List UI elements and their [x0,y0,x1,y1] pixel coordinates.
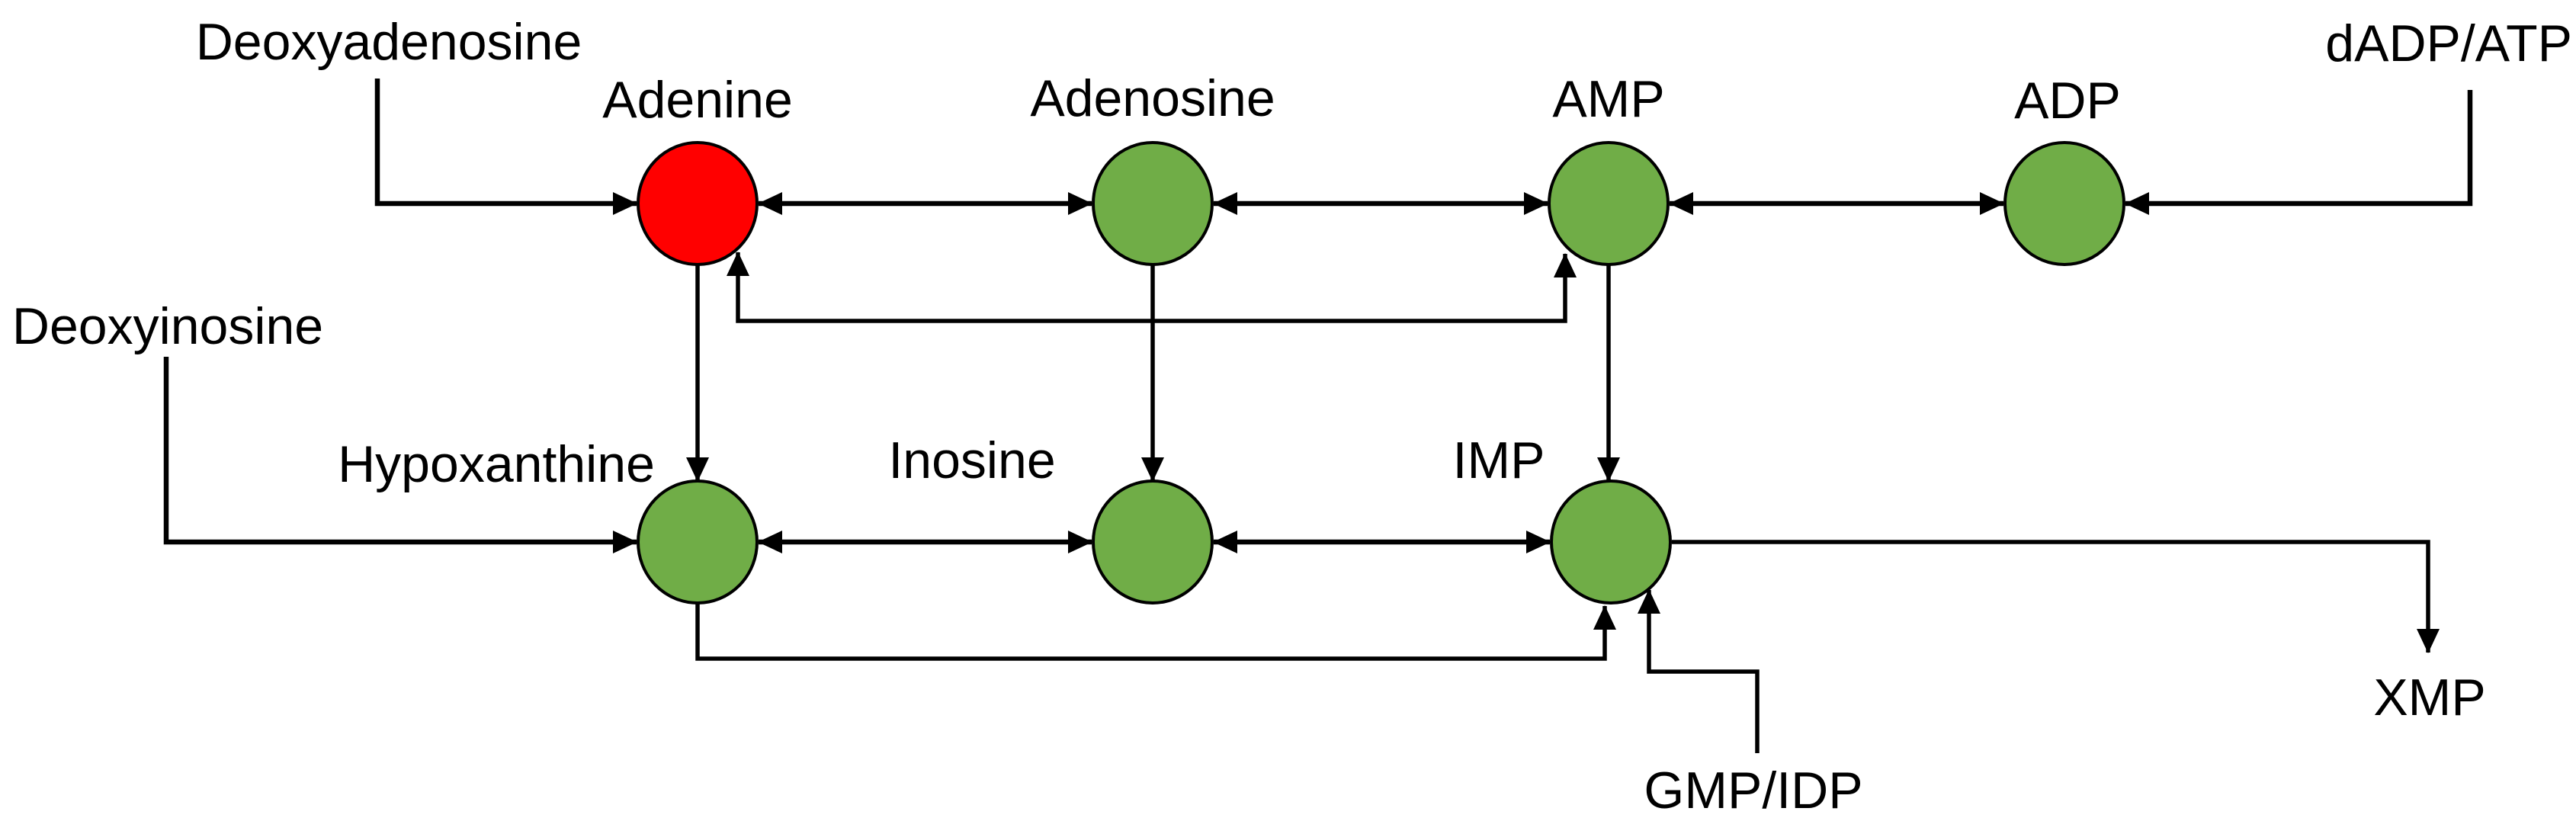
edge-deoxyinosine-to-hypoxanthine [163,357,637,553]
node-amp [1548,141,1670,266]
node-inosine-label: Inosine [888,431,1055,489]
label-dadp-atp: dADP/ATP [2325,14,2572,72]
node-adenine-label: Adenine [602,71,793,129]
node-adenine [637,141,759,266]
node-hypoxanthine-label: Hypoxanthine [338,435,655,493]
edge-deoxyadenosine-to-adenine [374,79,637,215]
node-imp [1550,479,1672,605]
node-adp [2003,141,2125,266]
edge-gmp-idp-to-imp [1638,589,1760,753]
label-deoxyinosine: Deoxyinosine [12,297,323,355]
node-hypoxanthine [637,479,759,605]
edge-hypoxanthine-to-imp-elbow [695,601,1616,661]
edge-dadp-atp-to-adp [2125,90,2473,215]
node-imp-label: IMP [1453,431,1545,489]
label-xmp: XMP [2373,669,2485,726]
label-deoxyadenosine: Deoxyadenosine [196,13,582,71]
node-adenosine-label: Adenosine [1030,69,1275,127]
label-gmp-idp: GMP/IDP [1644,762,1862,819]
node-amp-label: AMP [1552,70,1664,128]
node-adenosine [1092,141,1214,266]
edge-imp-to-xmp [1672,540,2440,653]
node-adp-label: ADP [2014,72,2121,130]
node-inosine [1092,479,1214,605]
